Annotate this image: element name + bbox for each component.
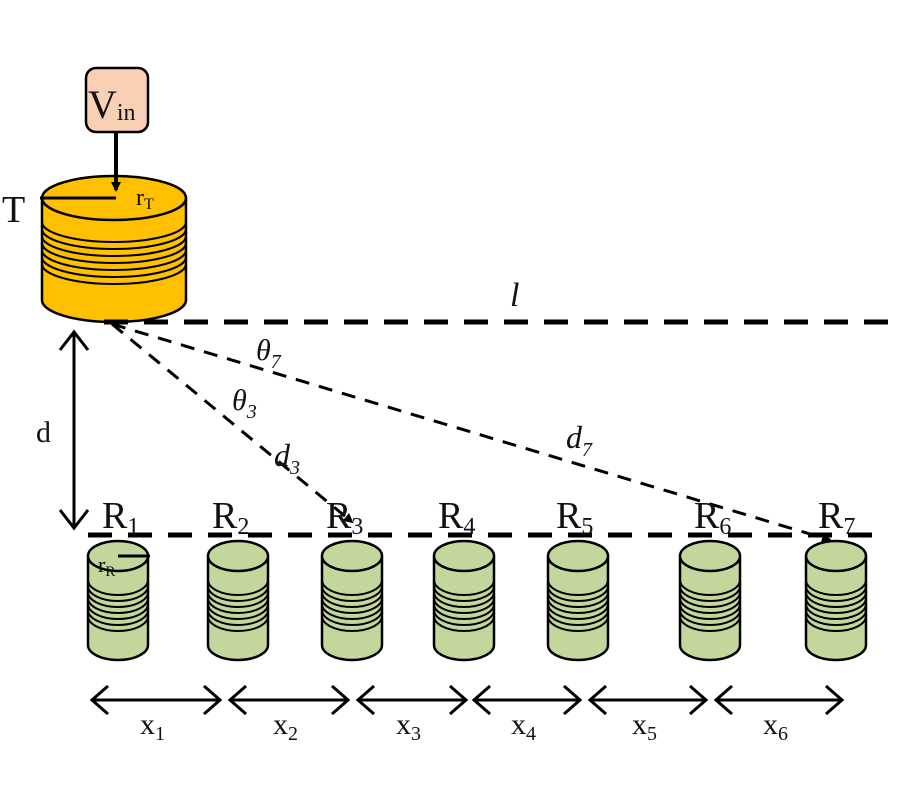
voltage-source: Vin (84, 66, 150, 134)
receiver-label-6: R6 (694, 495, 731, 540)
d7-label: d7 (566, 419, 593, 461)
receiver-label-3: R3 (326, 495, 363, 540)
spacing-label-2: x2 (273, 708, 298, 745)
receiver-array: R1 R2 R3 R4 R5 R6 R7 (86, 495, 868, 662)
receiver-windings (321, 579, 383, 632)
receiver-windings (547, 579, 609, 632)
receiver-top (320, 539, 384, 573)
path-to-r3 (111, 322, 354, 524)
receiver-top (432, 539, 496, 573)
receiver-label-4: R4 (438, 495, 475, 540)
vin-label: Vin (88, 82, 136, 127)
transmitter-windings (41, 221, 187, 285)
spacing-arrow-3 (355, 684, 469, 716)
spacing-label-3: x3 (396, 708, 421, 745)
transmitter-label: T (2, 189, 25, 231)
receiver-top (804, 539, 868, 573)
spacing-label-6: x6 (763, 708, 788, 745)
spacing-arrows: x1 x2 x3 x4 x5 x6 (89, 684, 845, 745)
transmitter-coil: rT (40, 174, 188, 324)
d3-label: d3 (274, 437, 300, 479)
receiver-label-2: R2 (212, 495, 249, 540)
receiver-coil-6 (678, 539, 742, 662)
spacing-label-4: x4 (511, 708, 536, 745)
receiver-windings (679, 579, 741, 632)
transmitter-radius-label: rT (136, 185, 154, 213)
receiver-label-5: R5 (556, 495, 593, 540)
theta3-label: θ3 (232, 384, 257, 423)
receiver-windings (433, 579, 495, 632)
receiver-top (206, 539, 270, 573)
receiver-top (678, 539, 742, 573)
receiver-label-7: R7 (818, 495, 855, 540)
spacing-arrow-4 (471, 684, 583, 716)
theta7-label: θ7 (256, 334, 282, 373)
receiver-coil-5 (546, 539, 610, 662)
spacing-arrow-5 (587, 684, 709, 716)
receiver-top (546, 539, 610, 573)
receiver-windings (87, 579, 149, 632)
receiver-label-1: R1 (102, 495, 139, 540)
vertical-distance-arrow (58, 329, 90, 531)
distance-d-label: d (36, 416, 51, 449)
receiver-coil-4 (432, 539, 496, 662)
receiver-coil-3 (320, 539, 384, 662)
spacing-label-5: x5 (632, 708, 657, 745)
spacing-label-1: x1 (140, 708, 165, 745)
receiver-coil-7 (804, 539, 868, 662)
spacing-arrow-2 (227, 684, 351, 716)
spacing-arrow-1 (89, 684, 223, 716)
receiver-windings (207, 579, 269, 632)
spacing-arrow-6 (713, 684, 845, 716)
path-to-r7 (111, 322, 832, 543)
receiver-coil-2 (206, 539, 270, 662)
receiver-coil-1 (86, 539, 150, 662)
receiver-radius-label: rR (98, 552, 115, 580)
receiver-windings (805, 579, 867, 632)
line-l-label: l (510, 277, 519, 314)
